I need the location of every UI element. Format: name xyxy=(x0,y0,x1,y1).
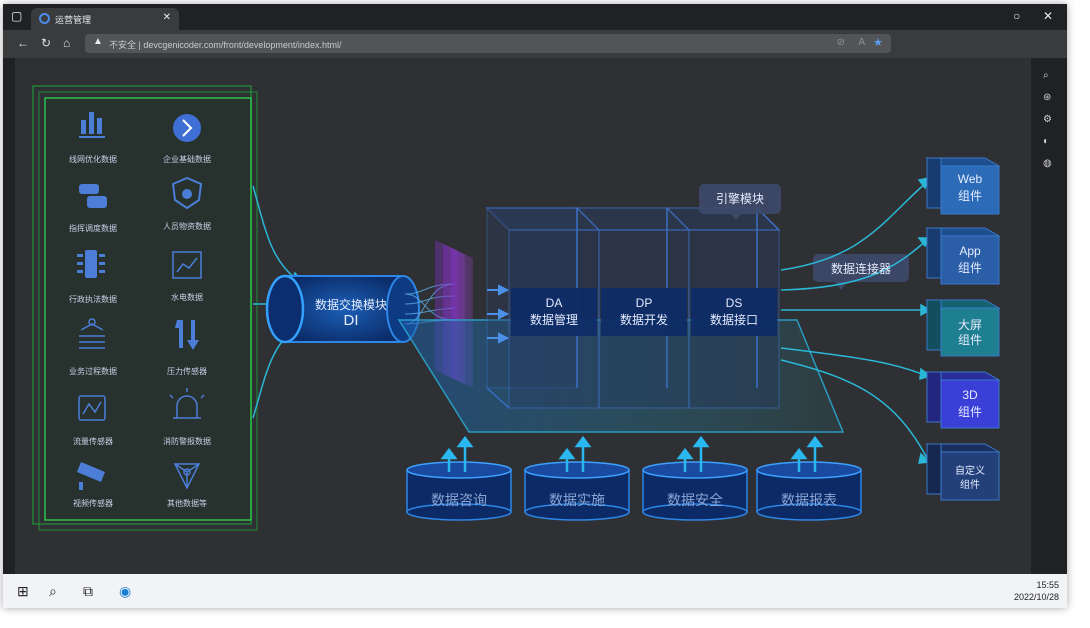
connector-label: 数据连接器 xyxy=(830,262,891,276)
refresh-icon[interactable]: ↻ xyxy=(41,36,52,50)
system-clock[interactable]: 15:55 2022/10/28 xyxy=(1014,579,1059,603)
close-window-icon[interactable]: ✕ xyxy=(1043,9,1054,23)
output-screen-line1: 大屏 xyxy=(957,318,982,332)
module-ds-name: 数据接口 xyxy=(709,313,758,327)
source-label-4: 人员物资数据 xyxy=(163,222,211,231)
output-app-line2: 组件 xyxy=(957,261,982,275)
navigation-bar: ← ↻ ⌂ ▲ 不安全 | devcgenicoder.com/front/de… xyxy=(3,30,1067,58)
module-da-name: 数据管理 xyxy=(529,313,578,327)
meter-icon xyxy=(172,251,202,279)
module-bars xyxy=(511,288,777,336)
engine-title: 引擎模块 xyxy=(715,192,764,206)
engine-label-pointer xyxy=(731,214,741,220)
source-label-11: 视频传感器 xyxy=(73,499,113,508)
source-label-6: 水电数据 xyxy=(171,293,203,302)
output-screen-line2: 组件 xyxy=(957,333,982,347)
module-dp-name: 数据开发 xyxy=(619,313,668,327)
output-custom-line1: 自定义 xyxy=(955,466,985,477)
output-web-line1: Web xyxy=(957,172,983,186)
browser-sidebar: ⌕ ⊛ ⚙ ◐ ◍ xyxy=(1031,58,1067,574)
source-label-12: 其他数据等 xyxy=(167,499,207,508)
source-label-9: 流量传感器 xyxy=(73,437,113,446)
connector-label-box xyxy=(813,254,909,282)
flow-icon xyxy=(78,395,106,421)
camera-icon xyxy=(77,462,105,490)
database-label-consult: 数据咨询 xyxy=(431,492,487,508)
tools-icon[interactable]: ⚙ xyxy=(1043,114,1052,125)
database-label-implement: 数据实施 xyxy=(549,492,605,508)
output-cubes xyxy=(925,157,1001,501)
page-content: 线网优化数据 企业基础数据 指挥调度数据 人员物资数据 行政执法数据 水电数据 … xyxy=(15,58,1031,574)
cube-input-arrows xyxy=(487,284,510,344)
edge-icon[interactable]: ◉ xyxy=(119,583,132,599)
games-icon[interactable]: ◐ xyxy=(1043,136,1050,147)
database-cylinders xyxy=(406,461,862,521)
task-view-icon[interactable]: ⧉ xyxy=(83,583,93,599)
tab-favicon-icon xyxy=(39,13,50,24)
back-icon[interactable]: ← xyxy=(17,36,29,50)
source-label-5: 行政执法数据 xyxy=(69,295,117,304)
source-label-10: 消防警报数据 xyxy=(163,437,211,446)
tab-title: 运营管理 xyxy=(55,15,92,25)
font-icon[interactable]: A xyxy=(858,37,865,48)
output-3d-line1: 3D xyxy=(962,388,978,402)
shopping-icon[interactable]: ⊛ xyxy=(1043,92,1052,103)
source-panel-frame xyxy=(32,85,258,531)
warning-icon: ▲ xyxy=(93,36,103,47)
clock-time: 15:55 xyxy=(1036,580,1059,590)
source-label-2: 企业基础数据 xyxy=(163,155,211,164)
reader-icon[interactable]: ⊘ xyxy=(836,37,845,48)
exchange-code: DI xyxy=(343,312,359,329)
network-icon xyxy=(173,463,201,490)
address-text: 不安全 | devcgenicoder.com/front/developmen… xyxy=(109,40,342,50)
clock-date: 2022/10/28 xyxy=(1013,592,1059,602)
shield-eye-icon xyxy=(171,176,203,210)
search-taskbar-icon[interactable]: ⌕ xyxy=(49,583,57,599)
restore-icon[interactable]: ○ xyxy=(1013,9,1021,23)
database-label-security: 数据安全 xyxy=(667,492,723,508)
favorite-star-icon[interactable]: ★ xyxy=(873,37,883,49)
source-label-3: 指挥调度数据 xyxy=(69,224,117,233)
address-bar[interactable]: ▲ 不安全 | devcgenicoder.com/front/developm… xyxy=(85,34,891,53)
module-ds-code: DS xyxy=(725,296,743,310)
source-label-7: 业务过程数据 xyxy=(69,367,117,376)
source-label-8: 压力传感器 xyxy=(167,367,207,376)
browser-window: ▢ 运营管理 ✕ ○ ✕ ← ↻ ⌂ ▲ 不安全 | devcgenicoder… xyxy=(3,4,1067,608)
vehicles-icon xyxy=(79,184,107,208)
output-custom-line2: 组件 xyxy=(960,480,980,491)
office-icon[interactable]: ◍ xyxy=(1043,158,1052,169)
module-da-code: DA xyxy=(545,296,563,310)
output-app-line1: App xyxy=(959,244,981,258)
browser-tab[interactable]: 运营管理 ✕ xyxy=(31,8,179,30)
source-label-1: 线网优化数据 xyxy=(69,155,117,164)
traffic-light-icon xyxy=(77,250,105,278)
exchange-title: 数据交换模块 xyxy=(314,298,387,312)
exchange-module xyxy=(265,274,420,344)
bar-chart-icon xyxy=(79,112,105,138)
home-icon[interactable]: ⌂ xyxy=(63,36,71,50)
chevron-circle-icon xyxy=(173,114,201,142)
alarm-icon xyxy=(169,388,205,419)
title-bar: ▢ 运营管理 ✕ ○ ✕ xyxy=(3,4,1067,30)
search-icon[interactable]: ⌕ xyxy=(1043,70,1049,81)
database-up-arrows xyxy=(440,435,824,472)
start-icon[interactable]: ⊞ xyxy=(17,583,29,599)
output-web-line2: 组件 xyxy=(957,189,982,203)
module-dp-code: DP xyxy=(635,296,653,310)
database-label-report: 数据报表 xyxy=(781,492,837,508)
engine-label-box xyxy=(699,184,781,214)
output-3d-line2: 组件 xyxy=(957,405,982,419)
tab-actions-icon[interactable]: ▢ xyxy=(11,9,23,23)
process-icon xyxy=(79,318,105,349)
tab-close-icon[interactable]: ✕ xyxy=(162,12,171,23)
pressure-icon xyxy=(175,320,199,350)
taskbar: ⊞ ⌕ ⧉ ◉ 15:55 2022/10/28 xyxy=(3,574,1067,608)
